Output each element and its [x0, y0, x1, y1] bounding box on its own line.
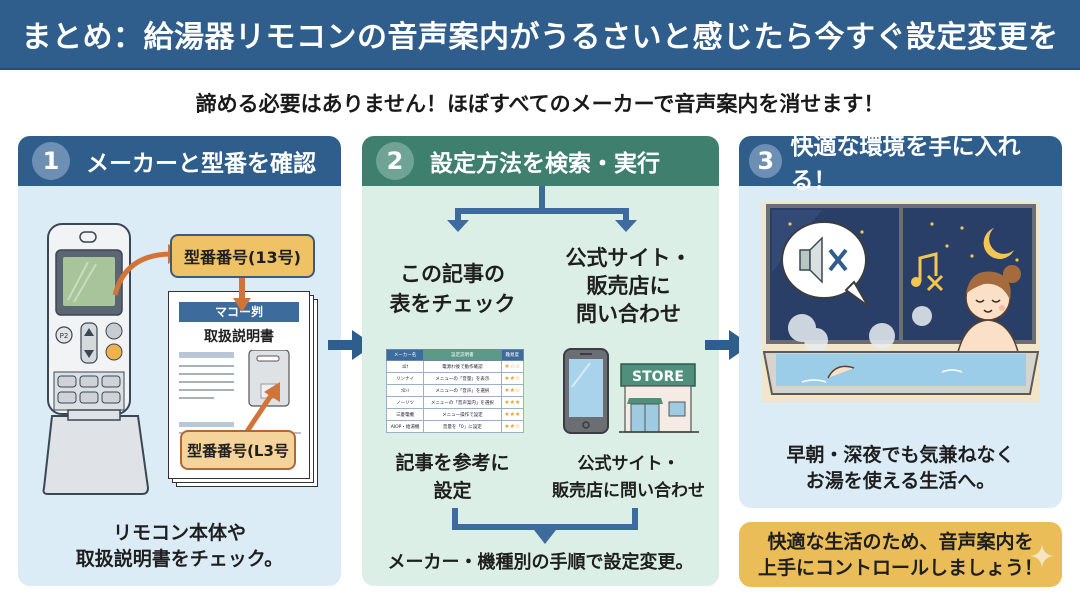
step-number-badge: 3 [749, 144, 783, 178]
result-right-label: 公式サイト・ 販売店に問い合わせ [450, 451, 719, 505]
branch-arrows-icon [447, 186, 637, 232]
remote-control-icon: P2 [42, 223, 150, 495]
bathtub-icon [762, 351, 1040, 395]
steam-icon [788, 306, 932, 352]
description-cell: メニュー操作で設定 [423, 408, 502, 421]
banner-line: 上手にコントロールしましょう！ [757, 556, 1043, 579]
branch-left-label: この記事の 表をチェック [362, 259, 631, 319]
woman-icon [957, 265, 1021, 353]
store-sign-text: STORE [632, 369, 684, 385]
table-header: 難易度 [500, 349, 525, 361]
model-number-tag-top: 型番番号(13号) [170, 234, 315, 278]
branch-right-label: 公式サイト・ 販売店に 問い合わせ [450, 244, 719, 328]
maker-cell: ｺﾛﾅ [385, 360, 425, 373]
table-header: メーカー名 [385, 349, 425, 361]
caption-line: 取扱説明書をチェック。 [75, 548, 284, 570]
maker-cell: AIOP・給湯機 [385, 420, 425, 433]
page-title: まとめ：給湯器リモコンの音声案内がうるさいと感じたら今すぐ設定変更を [21, 20, 1059, 55]
maker-cell: ﾌﾛﾝﾄ [385, 384, 425, 397]
description-cell: 音量を「0」に設定 [423, 420, 502, 433]
model-number-tag-bottom: 型番番号(L3号 [180, 430, 296, 470]
branch-line: 販売店に [586, 274, 671, 298]
manual-header: マコー刿 [179, 302, 299, 322]
step-1-header: 1 メーカーと型番を確認 [18, 136, 341, 186]
mute-speech-bubble-icon [781, 221, 869, 307]
tag-bottom-text: 型番番号(L3号 [187, 441, 289, 460]
branch-line: この記事の [400, 262, 505, 286]
result-line: 設定 [433, 480, 472, 502]
subtitle: 諦める必要はありません！ほぼすべてのメーカーで音声案内を消せます！ [195, 92, 885, 116]
tag-top-text: 型番番号(13号) [184, 248, 301, 267]
result-line: 公式サイト・ [577, 454, 680, 474]
smartphone-icon [563, 348, 609, 434]
step-3-panel: 3 快適な環境を手に入れる！ [739, 136, 1062, 508]
step-2-caption: メーカー・機種別の手順で設定変更。 [387, 552, 694, 573]
maker-cell: 三菱電機 [385, 408, 425, 421]
step-1-caption: リモコン本体や 取扱説明書をチェック。 [18, 520, 341, 572]
branch-line: 表をチェック [389, 292, 516, 316]
table-row: AIOP・給湯機音量を「0」に設定★★☆ [385, 420, 525, 433]
description-cell: メニューの「音量」を表示 [423, 372, 502, 385]
merge-arrows-icon [452, 508, 638, 544]
table-header: 設定説明書 [423, 349, 502, 361]
caption-line: お湯を使える生活へ。 [805, 470, 996, 492]
description-cell: メニューの「音声」を選択 [423, 384, 502, 397]
step-title: 設定方法を検索・実行 [430, 151, 660, 177]
difficulty-cell: ★★☆ [500, 420, 525, 433]
step-number-badge: 1 [32, 142, 70, 180]
result-line: 販売店に問い合わせ [552, 481, 705, 501]
table-row: ノーリツメニューの「音声案内」を選択★★★ [385, 396, 525, 409]
difficulty-cell: ★★★ [500, 408, 525, 421]
table-row: 三菱電機メニュー操作で設定★★★ [385, 408, 525, 421]
banner-line: 快適な生活のため、音声案内を [767, 530, 1034, 553]
step-3-header: 3 快適な環境を手に入れる！ [739, 136, 1062, 194]
step-3-caption: 早朝・深夜でも気兼ねなく お湯を使える生活へ。 [739, 442, 1062, 494]
sparkle-icon [1030, 544, 1054, 568]
branch-line: 問い合わせ [576, 302, 681, 326]
step-2-header: 2 設定方法を検索・実行 [362, 136, 719, 186]
maker-settings-table: メーカー名 設定説明書 難易度 ｺﾛﾅ電源ｵﾌ後で動作確認★☆☆リンナイメニュー… [385, 349, 525, 433]
remote-p2-label: P2 [60, 332, 69, 340]
down-arrow-icon [233, 278, 251, 312]
relaxing-bath-illustration [762, 202, 1040, 402]
table-row: ﾌﾛﾝﾄメニューの「音声」を選択★★☆ [385, 384, 525, 397]
difficulty-cell: ★★☆ [500, 384, 525, 397]
difficulty-cell: ★☆☆ [500, 360, 525, 373]
step-1-panel: 1 メーカーと型番を確認 P2 型番番号(13号) [18, 136, 341, 586]
step-title: メーカーと型番を確認 [86, 151, 316, 177]
table-row: ｺﾛﾅ電源ｵﾌ後で動作確認★☆☆ [385, 360, 525, 373]
maker-cell: ノーリツ [385, 396, 425, 409]
caption-line: リモコン本体や [112, 522, 246, 544]
description-cell: メニューの「音声案内」を選択 [423, 396, 502, 409]
conclusion-banner: 快適な生活のため、音声案内を 上手にコントロールしましょう！ [739, 522, 1062, 587]
description-cell: 電源ｵﾌ後で動作確認 [423, 360, 502, 373]
branch-line: 公式サイト・ [565, 246, 692, 270]
difficulty-cell: ★★☆ [500, 372, 525, 385]
muted-music-icon [911, 252, 944, 292]
manual-title: 取扱説明書 [204, 329, 274, 345]
step-title: 快適な環境を手に入れる！ [790, 136, 1021, 194]
result-left-label: 記事を参考に 設定 [362, 449, 631, 505]
caption-line: 早朝・深夜でも気兼ねなく [786, 444, 1015, 466]
result-line: 記事を参考に [395, 452, 510, 474]
table-row: リンナイメニューの「音量」を表示★★☆ [385, 372, 525, 385]
step-number-badge: 2 [376, 142, 414, 180]
maker-cell: リンナイ [385, 372, 425, 385]
title-bar: まとめ：給湯器リモコンの音声案内がうるさいと感じたら今すぐ設定変更を [0, 0, 1080, 70]
diagonal-arrow-icon [241, 382, 280, 438]
store-icon: STORE [619, 363, 699, 433]
difficulty-cell: ★★★ [500, 396, 525, 409]
